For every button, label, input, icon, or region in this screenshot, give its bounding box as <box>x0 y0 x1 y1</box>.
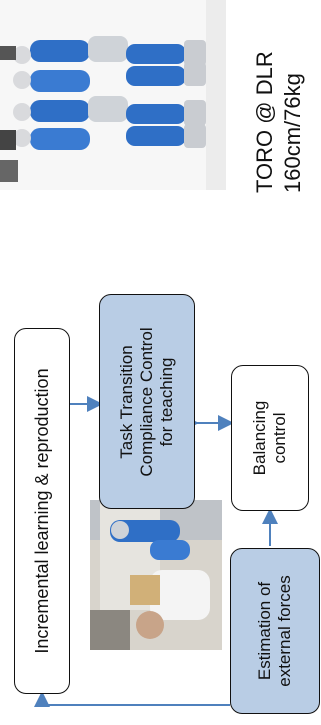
learning-box: Incremental learning & reproduction <box>14 328 70 694</box>
compliance-label: Task Transition Compliance Control for t… <box>117 327 177 476</box>
estimation-box: Estimation of external forces <box>230 548 320 714</box>
balancing-box: Balancing control <box>231 365 309 511</box>
estimation-line-1: Estimation of <box>255 581 274 681</box>
teaching-photo <box>90 500 222 650</box>
learning-label: Incremental learning & reproduction <box>32 368 52 654</box>
estimation-line-2: external forces <box>275 575 294 687</box>
robot-photo <box>0 0 226 190</box>
balancing-line-1: Balancing <box>250 400 269 476</box>
compliance-box: Task Transition Compliance Control for t… <box>99 294 195 509</box>
arrow-estimation-to-learning <box>34 691 230 707</box>
estimation-label: Estimation of external forces <box>255 575 295 687</box>
compliance-line-3: for teaching <box>157 357 176 446</box>
compliance-line-1: Task Transition <box>117 344 136 459</box>
compliance-line-2: Compliance Control <box>137 326 156 477</box>
balancing-label: Balancing control <box>250 401 290 476</box>
balancing-line-2: control <box>270 412 289 464</box>
